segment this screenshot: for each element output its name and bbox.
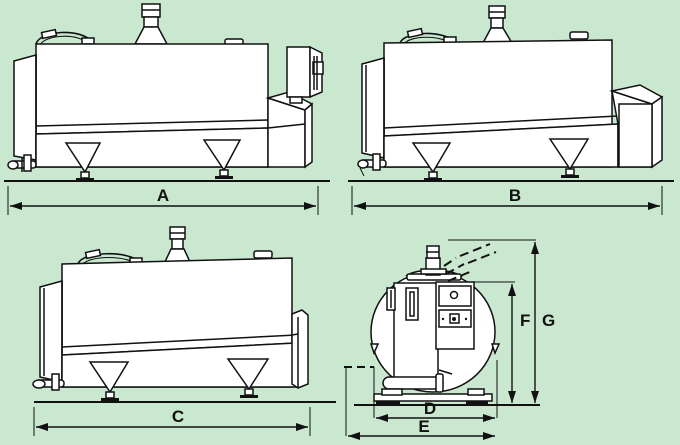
vent-stack (133, 3, 169, 45)
top-fitting (253, 250, 273, 259)
lid-collar (405, 245, 463, 281)
dimension-B (351, 186, 663, 215)
conical-support-legs (88, 358, 270, 401)
dimension-label-B: B (509, 186, 521, 205)
lower-pipe (382, 369, 453, 393)
dimension-F (508, 284, 516, 403)
control-cabinet (286, 45, 324, 104)
vent-stack (162, 226, 193, 265)
extension-lines (345, 239, 536, 436)
conical-support-legs (64, 139, 242, 181)
dimension-label-D: D (424, 399, 436, 418)
panel-c-drawing: C (32, 226, 336, 436)
panel-d-drawing: D E F G (344, 239, 555, 440)
panel-end-elevation: D E F G (340, 222, 680, 445)
panel-a-drawing: A (4, 3, 330, 215)
dimension-D (376, 414, 495, 422)
panel-rear-elevation: B (340, 0, 680, 222)
dimension-label-A: A (157, 186, 169, 205)
dimension-label-E: E (418, 417, 429, 436)
dimension-E (348, 432, 495, 440)
dimension-label-F: F (520, 311, 530, 330)
right-end-block (609, 84, 664, 169)
outlet-valve (357, 153, 387, 177)
outlet-valve (32, 373, 65, 391)
vent-stack (481, 5, 514, 44)
rear-mounted-panel (291, 309, 309, 389)
panel-front-elevation: A (0, 0, 340, 222)
panel-opposite-side-elevation: C (0, 222, 340, 445)
conical-support-legs (411, 138, 590, 181)
dimension-label-G: G (542, 311, 555, 330)
dimension-label-C: C (172, 407, 184, 426)
panel-b-drawing: B (348, 5, 674, 215)
top-fitting (569, 31, 589, 40)
outlet-valve (7, 154, 37, 172)
control-cabinet (386, 281, 475, 388)
dashed-spray-lines (443, 243, 497, 282)
dimension-C (33, 407, 311, 436)
shell-brackets (369, 343, 501, 356)
dimension-G (531, 242, 539, 403)
base-skid (373, 388, 493, 405)
dimension-A (7, 186, 319, 215)
